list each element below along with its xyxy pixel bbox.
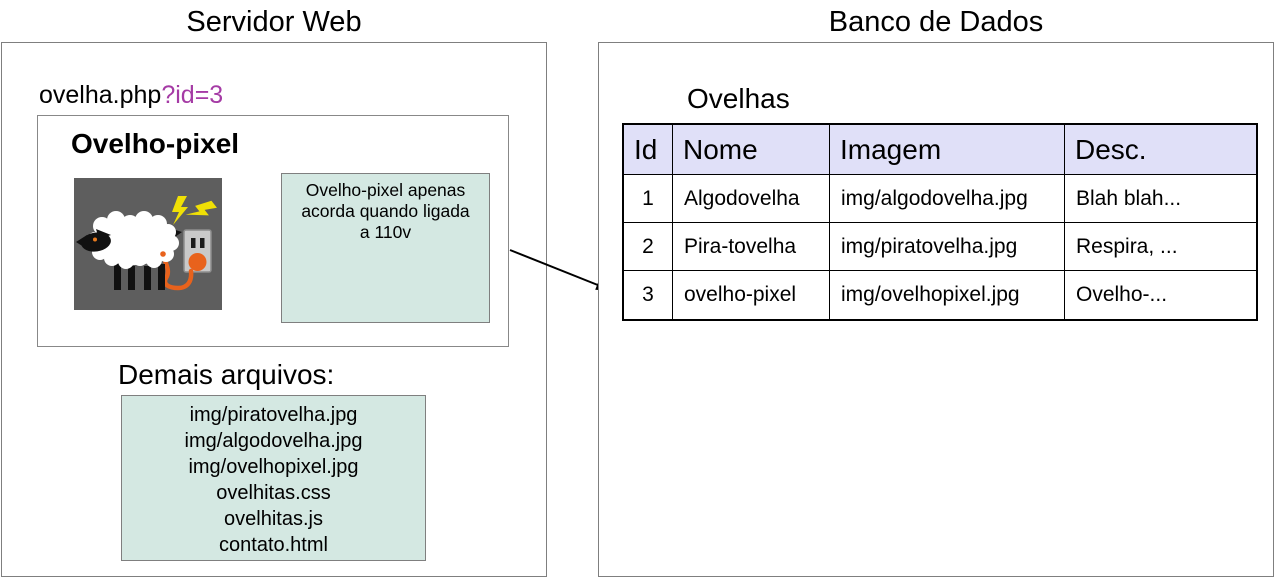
cell-nome: ovelho-pixel <box>673 271 830 319</box>
files-list-box: img/piratovelha.jpg img/algodovelha.jpg … <box>121 395 426 561</box>
file-item: img/piratovelha.jpg <box>189 404 358 426</box>
cell-id: 3 <box>624 271 673 319</box>
page-heading: Ovelho-pixel <box>71 128 240 159</box>
file-item: img/algodovelha.jpg <box>184 430 363 452</box>
table-row: 3 ovelho-pixel img/ovelhopixel.jpg Ovelh… <box>624 271 1256 319</box>
cell-imagem: img/piratovelha.jpg <box>830 223 1065 271</box>
url-query-string: ?id=3 <box>161 81 224 109</box>
database-box: Ovelhas Id Nome Imagem Desc. 1 Algodovel… <box>598 42 1274 577</box>
file-item: contato.html <box>219 534 328 556</box>
table-row: 1 Algodovelha img/algodovelha.jpg Blah b… <box>624 175 1256 223</box>
cell-id: 2 <box>624 223 673 271</box>
url-line: ovelha.php?id=3 <box>39 81 223 110</box>
rendered-page-box: Ovelho-pixel <box>37 115 509 347</box>
cell-desc: Blah blah... <box>1065 175 1256 223</box>
ovelhas-table: Id Nome Imagem Desc. 1 Algodovelha img/a… <box>622 123 1258 321</box>
database-title: Banco de Dados <box>828 6 1044 38</box>
cell-desc: Respira, ... <box>1065 223 1256 271</box>
cell-imagem: img/ovelhopixel.jpg <box>830 271 1065 319</box>
server-box: ovelha.php?id=3 Ovelho-pixel <box>1 42 547 577</box>
note-line: Ovelho-pixel apenas <box>305 180 466 200</box>
cell-desc: Ovelho-... <box>1076 283 1168 306</box>
table-name-label: Ovelhas <box>687 83 790 114</box>
table-header-row: Id Nome Imagem Desc. <box>624 125 1256 175</box>
note-box: Ovelho-pixel apenas acorda quando ligada… <box>281 173 490 323</box>
cell-nome: Pira-tovelha <box>673 223 830 271</box>
column-header-nome: Nome <box>673 125 830 175</box>
cell-nome: Algodovelha <box>673 175 830 223</box>
file-item: ovelhitas.css <box>216 482 331 504</box>
file-item: ovelhitas.js <box>224 508 323 530</box>
sheep-pixel-art-image <box>74 178 222 310</box>
table-row: 2 Pira-tovelha img/piratovelha.jpg Respi… <box>624 223 1256 271</box>
column-header-imagem: Imagem <box>830 125 1065 175</box>
column-header-id: Id <box>624 125 673 175</box>
column-header-desc: Desc. <box>1065 125 1256 175</box>
file-item: img/ovelhopixel.jpg <box>188 456 359 478</box>
files-heading: Demais arquivos: <box>118 359 335 390</box>
cell-imagem: img/algodovelha.jpg <box>830 175 1065 223</box>
note-line: a 110v <box>359 222 412 242</box>
note-line: acorda quando ligada <box>301 201 470 221</box>
cell-id: 1 <box>624 175 673 223</box>
url-filename: ovelha.php <box>39 81 162 109</box>
server-title: Servidor Web <box>186 6 362 38</box>
